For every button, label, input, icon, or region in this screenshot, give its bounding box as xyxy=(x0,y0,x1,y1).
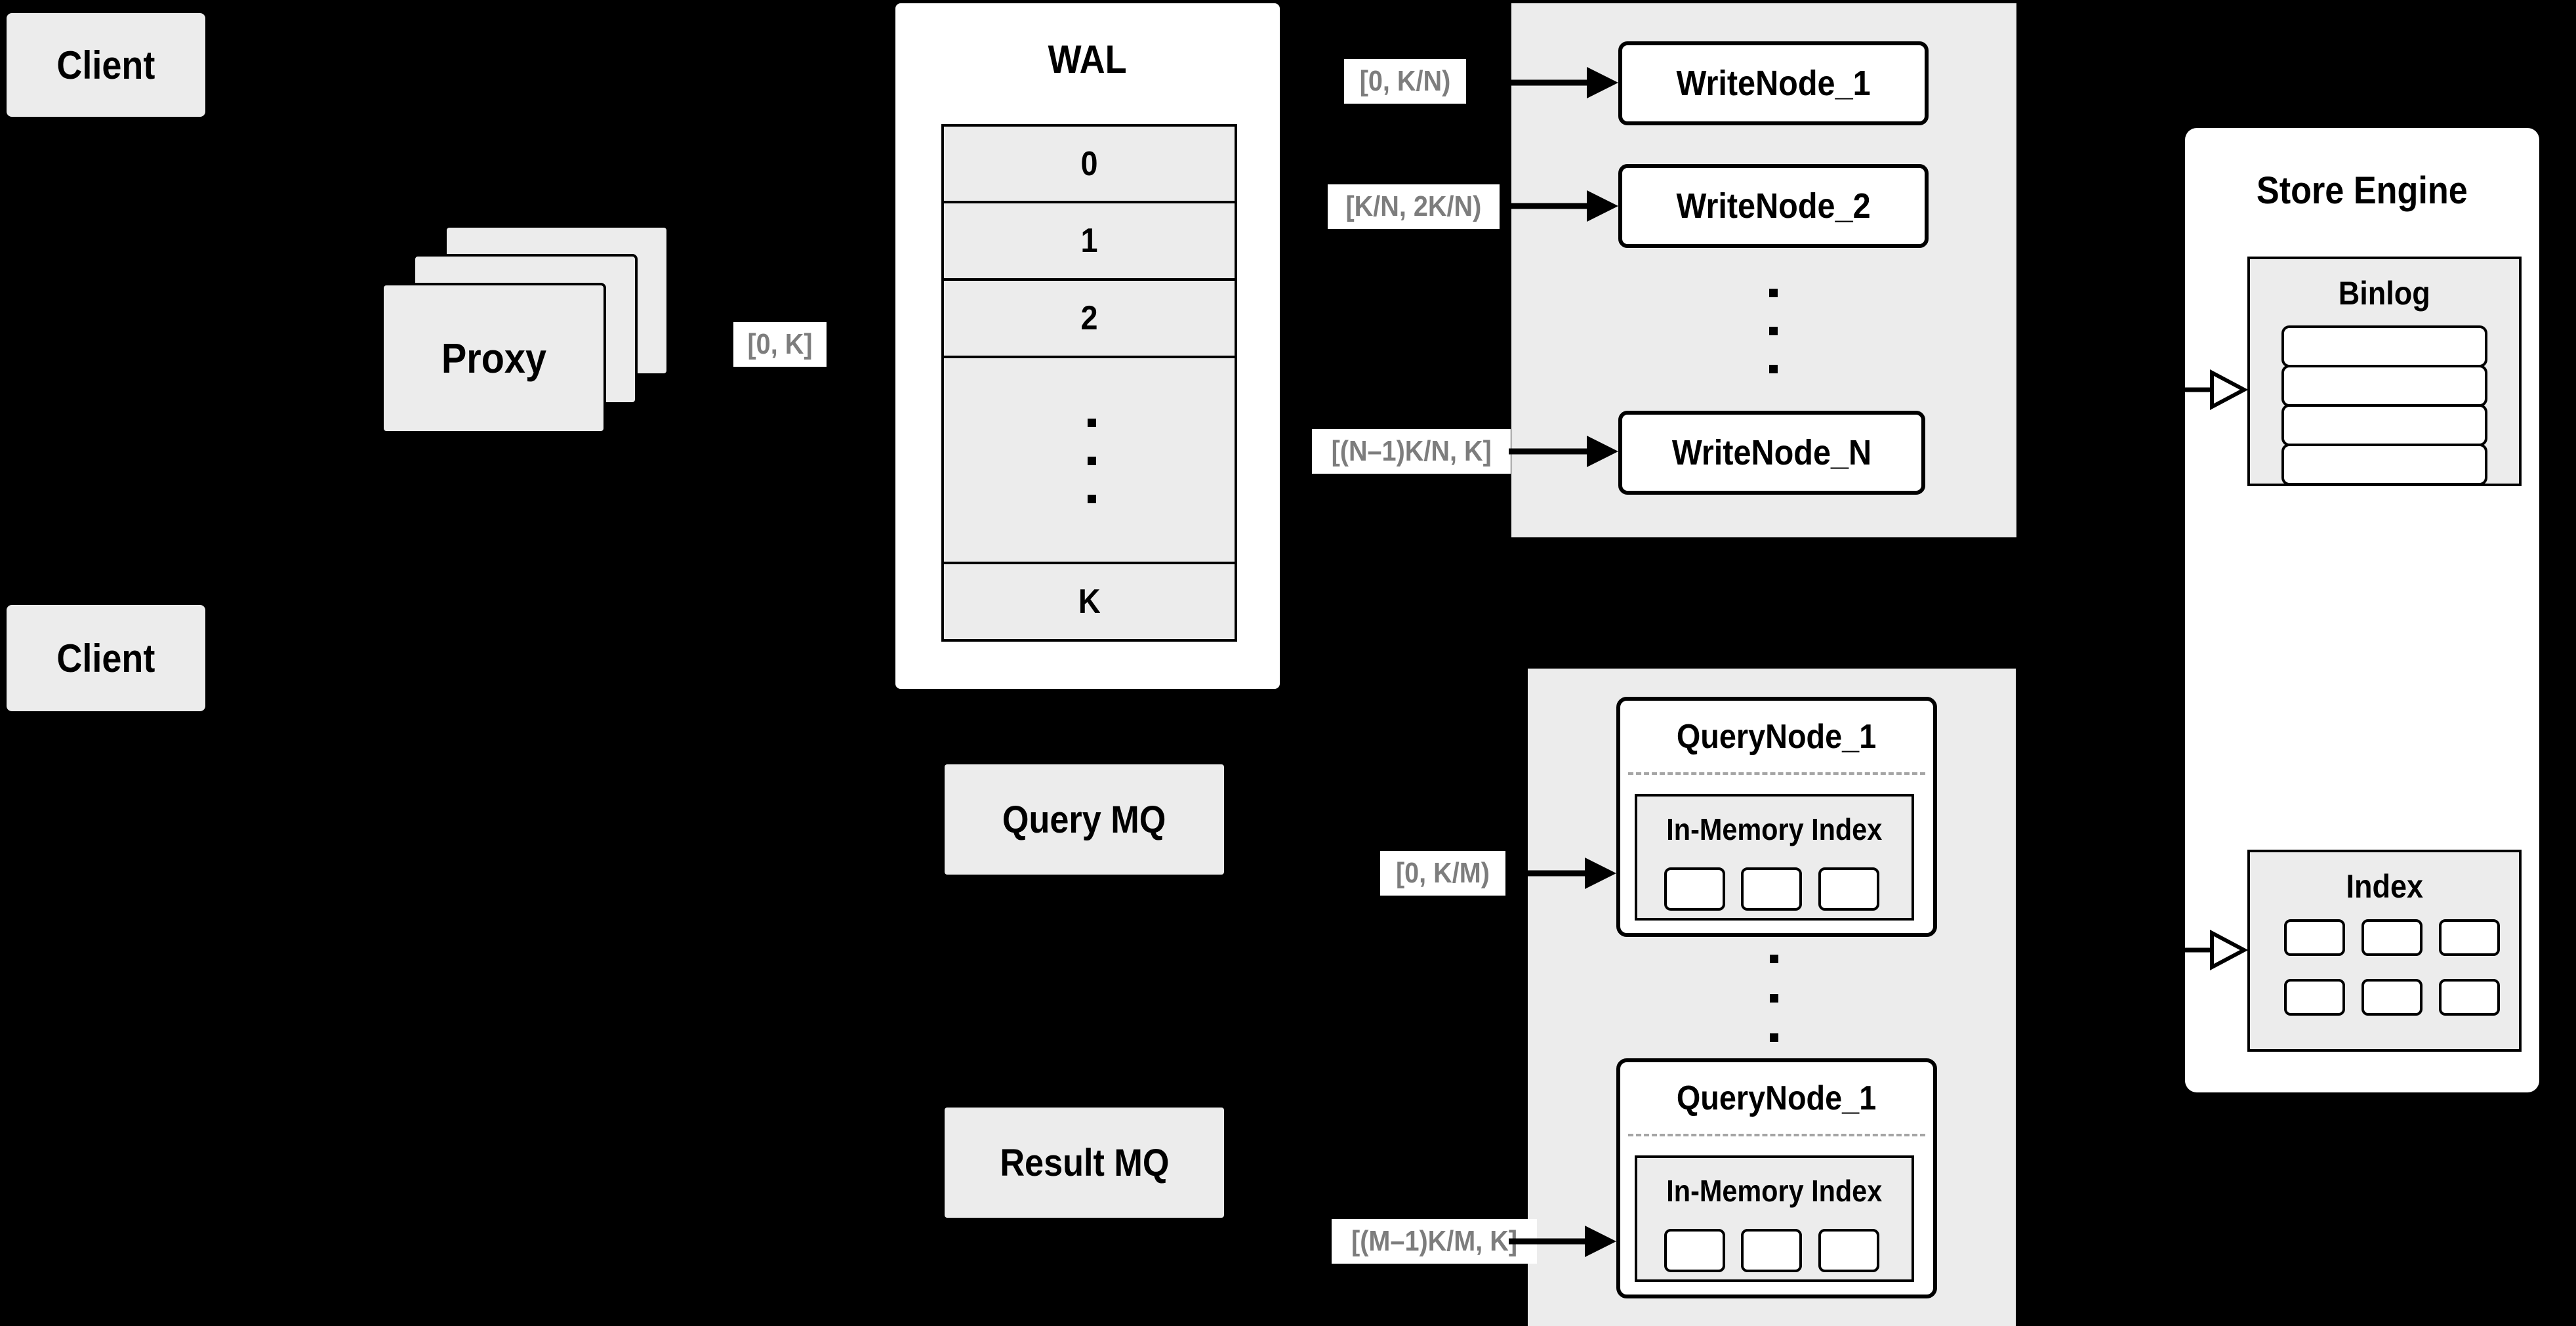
binlog-title: Binlog xyxy=(2339,275,2430,312)
wal-row-k: K xyxy=(1078,583,1101,621)
client-bottom-box: Client xyxy=(7,605,205,711)
edge-label-querynode-1-text: [0, K/M) xyxy=(1395,857,1490,889)
wal-title: WAL xyxy=(1048,37,1127,81)
proxy-label: Proxy xyxy=(441,335,546,382)
edge-label-writenode-1: [0, K/N) xyxy=(1344,59,1466,104)
binlog-row xyxy=(2281,365,2487,407)
writenode-1-label: WriteNode_1 xyxy=(1676,64,1871,103)
segment-box xyxy=(1741,1229,1802,1272)
wal-row-0: 0 xyxy=(1080,144,1098,183)
edge-label-proxy-to-wal: [0, K] xyxy=(733,322,827,367)
edge-label-writenode-n: [(N–1)K/N, K] xyxy=(1312,429,1511,474)
index-segment-box xyxy=(2361,919,2423,956)
wal-row-1: 1 xyxy=(1080,222,1098,260)
querynode-ellipsis-dot xyxy=(1770,1033,1778,1042)
segment-box xyxy=(1741,867,1802,911)
segment-box xyxy=(1664,867,1725,911)
segment-box xyxy=(1818,1229,1879,1272)
binlog-row xyxy=(2281,404,2487,446)
client-bottom-label: Client xyxy=(56,636,155,680)
writenode-n-box: WriteNode_N xyxy=(1618,411,1925,495)
client-top-box: Client xyxy=(7,13,205,117)
edge-label-querynode-m-text: [(M–1)K/M, K] xyxy=(1351,1225,1518,1257)
querynode-bottom-title-wrap: QueryNode_1 xyxy=(1616,1067,1937,1129)
writenode-n-label: WriteNode_N xyxy=(1671,433,1872,472)
writenode-ellipsis-dot xyxy=(1769,365,1778,373)
querynode-top-title: QueryNode_1 xyxy=(1677,717,1877,756)
wal-title-wrap: WAL xyxy=(895,30,1280,89)
index-segment-box xyxy=(2439,979,2500,1016)
querynode-bottom-divider xyxy=(1628,1134,1925,1136)
wal-panel: WAL 0 1 2 K xyxy=(895,3,1280,689)
querynode-bottom-inmemory-title: In-Memory Index xyxy=(1666,1174,1883,1208)
querynode-ellipsis-dot xyxy=(1770,955,1778,963)
binlog-row xyxy=(2281,325,2487,367)
querynode-ellipsis-dot xyxy=(1770,994,1778,1003)
edge-label-writenode-n-text: [(N–1)K/N, K] xyxy=(1331,435,1492,467)
segment-box xyxy=(1818,867,1879,911)
index-box: Index xyxy=(2247,850,2522,1052)
binlog-box: Binlog xyxy=(2247,257,2522,486)
wal-row-2: 2 xyxy=(1080,299,1098,337)
wal-rows: 0 1 2 K xyxy=(941,124,1237,642)
querynode-top-title-wrap: QueryNode_1 xyxy=(1616,705,1937,768)
edge-label-querynode-1: [0, K/M) xyxy=(1380,851,1505,896)
store-engine-panel: Store Engine Binlog Index xyxy=(2185,128,2539,1092)
segment-box xyxy=(1664,1229,1725,1272)
writenode-1-box: WriteNode_1 xyxy=(1618,41,1929,125)
edge-label-writenode-2: [K/N, 2K/N) xyxy=(1328,184,1500,229)
writenode-2-box: WriteNode_2 xyxy=(1618,164,1929,248)
binlog-rows xyxy=(2281,325,2487,486)
store-engine-title-wrap: Store Engine xyxy=(2185,157,2539,223)
index-title: Index xyxy=(2346,868,2423,905)
edge-label-proxy-to-wal-text: [0, K] xyxy=(747,328,813,360)
store-engine-title: Store Engine xyxy=(2257,169,2468,212)
querynode-bottom-title: QueryNode_1 xyxy=(1677,1079,1877,1117)
query-mq-label: Query MQ xyxy=(1002,798,1166,841)
result-mq-box: Result MQ xyxy=(945,1108,1224,1218)
writenode-ellipsis-dot xyxy=(1769,289,1778,297)
writenode-ellipsis-dot xyxy=(1769,327,1778,335)
querynode-top-inmemory-title: In-Memory Index xyxy=(1666,812,1883,846)
writenode-2-label: WriteNode_2 xyxy=(1676,186,1871,226)
index-segment-box xyxy=(2361,979,2423,1016)
client-top-label: Client xyxy=(56,43,155,87)
index-segment-box xyxy=(2284,979,2345,1016)
result-mq-label: Result MQ xyxy=(999,1141,1170,1184)
edge-label-writenode-1-text: [0, K/N) xyxy=(1359,65,1451,97)
edge-label-writenode-2-text: [K/N, 2K/N) xyxy=(1345,190,1482,222)
binlog-row xyxy=(2281,444,2487,486)
query-mq-box: Query MQ xyxy=(945,764,1224,875)
index-segment-box xyxy=(2284,919,2345,956)
wal-row-ellipsis xyxy=(941,356,1237,564)
proxy-box-front: Proxy xyxy=(381,283,606,434)
index-segment-box xyxy=(2439,919,2500,956)
querynode-top-divider xyxy=(1628,772,1925,775)
edge-label-querynode-m: [(M–1)K/M, K] xyxy=(1332,1219,1538,1264)
